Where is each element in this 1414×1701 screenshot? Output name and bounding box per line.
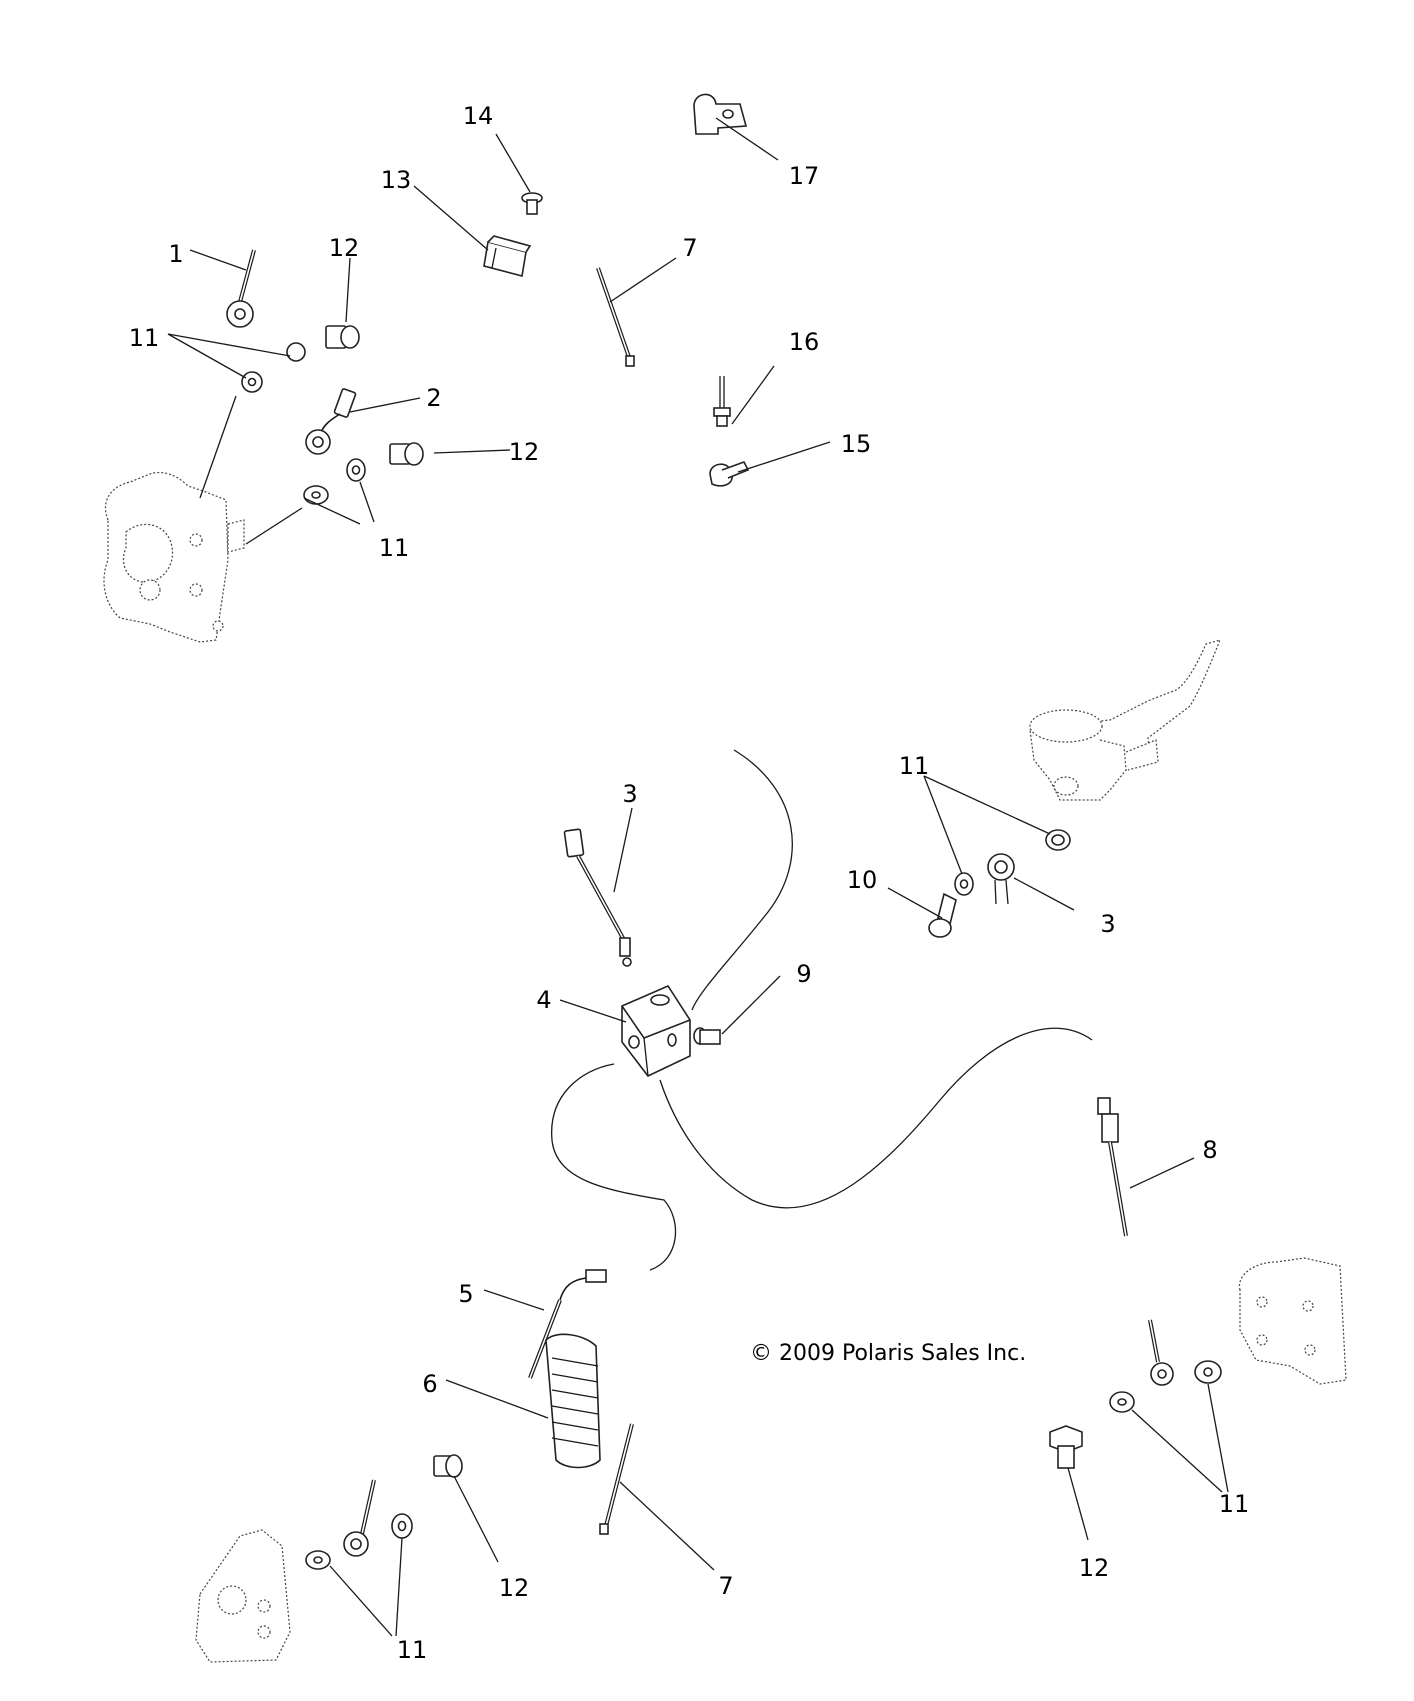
callout-10: 10 (847, 866, 878, 894)
callout-11c: 11 (899, 752, 930, 780)
rear-left-fittings (305, 1454, 463, 1570)
callout-numbers: 1 2 3 3 4 5 6 7 7 8 9 10 11 11 11 11 11 … (129, 102, 1250, 1664)
callout-11a: 11 (129, 324, 160, 352)
screw-14 (521, 192, 543, 215)
bolt-9 (693, 1027, 721, 1045)
callout-5: 5 (458, 1280, 473, 1308)
callout-1: 1 (168, 240, 183, 268)
sealing-washers-caliper (241, 342, 366, 505)
clip-17 (693, 93, 748, 135)
callout-2: 2 (426, 384, 441, 412)
callout-6: 6 (422, 1370, 437, 1398)
distribution-block (621, 984, 691, 1078)
callout-12b: 12 (509, 438, 540, 466)
banjo-bolt-lower (389, 442, 424, 466)
cable-tie-upper (596, 267, 635, 367)
callout-12a: 12 (329, 234, 360, 262)
callout-4: 4 (536, 986, 551, 1014)
callout-16: 16 (789, 328, 820, 356)
callout-14: 14 (463, 102, 494, 130)
brake-line-1-fitting (226, 249, 256, 328)
brake-line-3-upper (563, 828, 632, 967)
rivet-16 (713, 376, 731, 427)
rear-right-caliper (1238, 1257, 1347, 1385)
callout-3a: 3 (622, 780, 637, 808)
leader-lines (167, 117, 1229, 1637)
brake-line-5 (528, 1269, 607, 1379)
bracket-13 (483, 235, 532, 277)
callout-8: 8 (1202, 1136, 1217, 1164)
spring-guard-6 (545, 1333, 601, 1469)
brake-line-8 (1097, 1097, 1128, 1237)
cable-tie-lower (599, 1423, 634, 1535)
banjo-bolt-upper (325, 325, 360, 349)
callout-7b: 7 (718, 1572, 733, 1600)
rear-right-fittings (1049, 1319, 1222, 1469)
callout-3b: 3 (1100, 910, 1115, 938)
callout-12c: 12 (499, 1574, 530, 1602)
callout-13: 13 (381, 166, 412, 194)
master-cylinder-fittings (928, 829, 1071, 938)
callout-12d: 12 (1079, 1554, 1110, 1582)
callout-11d: 11 (1219, 1490, 1250, 1518)
callout-9: 9 (796, 960, 811, 988)
callout-17: 17 (789, 162, 820, 190)
copyright-notice: © 2009 Polaris Sales Inc. (750, 1341, 1026, 1366)
brake-line-2-fitting (305, 388, 357, 455)
master-cylinder (1029, 639, 1222, 801)
rear-left-caliper (195, 1529, 291, 1663)
callout-11e: 11 (397, 1636, 428, 1664)
front-left-caliper (103, 471, 245, 643)
brake-hoses (551, 749, 1093, 1271)
callout-15: 15 (841, 430, 872, 458)
clamp-15 (709, 461, 750, 487)
callout-7a: 7 (682, 234, 697, 262)
callout-11b: 11 (379, 534, 410, 562)
